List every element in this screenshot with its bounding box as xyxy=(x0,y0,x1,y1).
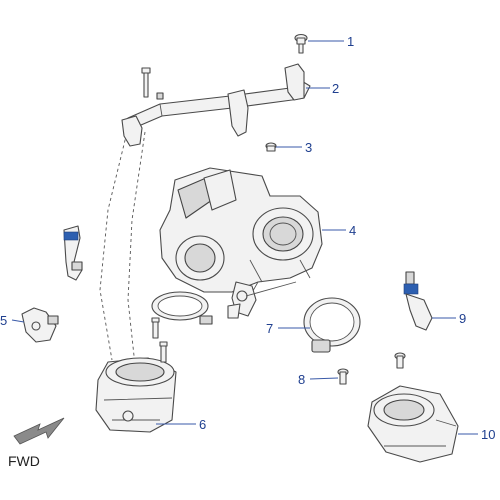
callout-9: 9 xyxy=(459,311,466,326)
part-5-sensor xyxy=(21,307,59,343)
screws-pair xyxy=(151,317,168,363)
callout-labels: 1 2 3 4 5 6 7 8 9 10 xyxy=(0,34,495,442)
callout-3: 3 xyxy=(305,140,312,155)
part-4-throttle-body xyxy=(159,167,323,319)
callout-2: 2 xyxy=(332,81,339,96)
fuel-injector-left xyxy=(63,225,83,281)
hose-clamp-small xyxy=(151,291,213,325)
callout-7: 7 xyxy=(266,321,273,336)
part-8-bolt xyxy=(337,368,349,385)
part-2-fuel-rail xyxy=(121,63,311,147)
leader-lines xyxy=(11,40,478,435)
fwd-label: FWD xyxy=(8,453,40,469)
part-9-injector xyxy=(403,271,433,331)
callout-8: 8 xyxy=(298,372,305,387)
part-7-clamp xyxy=(303,297,361,353)
part-6-intake-boot xyxy=(95,357,177,433)
part-10-intake-boot xyxy=(367,352,459,463)
forward-arrow xyxy=(13,417,65,445)
callout-1: 1 xyxy=(347,34,354,49)
callout-10: 10 xyxy=(481,427,495,442)
part-3-bolt xyxy=(265,142,277,152)
part-1-bolt xyxy=(294,33,308,54)
assembly-guide-lines xyxy=(99,127,146,366)
callout-5: 5 xyxy=(0,313,7,328)
callout-6: 6 xyxy=(199,417,206,432)
callout-4: 4 xyxy=(349,223,356,238)
